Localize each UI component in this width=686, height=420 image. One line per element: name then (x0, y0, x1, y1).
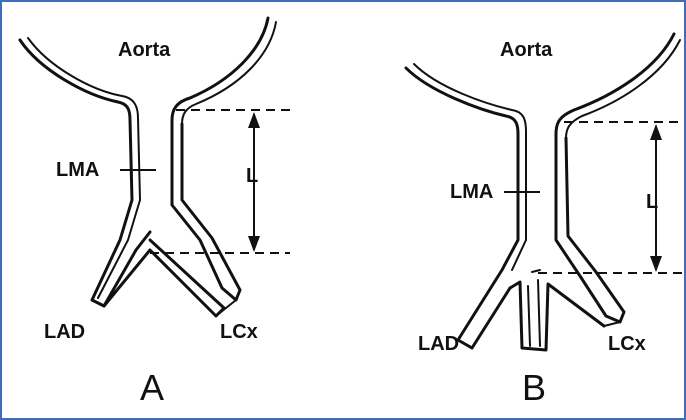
panel-a-lma-label: LMA (56, 159, 99, 181)
panel-b-lcx-label: LCx (608, 333, 646, 355)
panel-a-length-label: L (246, 165, 258, 187)
panel-b-right-vessel-inner-wall (566, 40, 680, 138)
panel-b-aorta-label: Aorta (500, 39, 553, 61)
panel-b-left-vessel-wall (406, 68, 518, 348)
panel-a-lad-cap (92, 300, 104, 306)
panel-b-lad-label: LAD (418, 333, 459, 355)
panel-b-left-vessel-inner-wall (414, 64, 526, 270)
panel-b-lad-cap (458, 340, 472, 348)
panel-a-label: A (140, 367, 164, 408)
panel-b-middle-branch-inner (528, 270, 540, 346)
panel-b-label: B (522, 367, 546, 408)
panel-b-lcx-cap (604, 322, 620, 326)
panel-a-length-arrow-top (248, 112, 260, 128)
panel-a-lcx-label: LCx (220, 321, 258, 343)
panel-b-length-label: L (646, 191, 658, 213)
panel-b-length-arrow-bottom (650, 256, 662, 272)
panel-a-length-arrow-bottom (248, 236, 260, 252)
panel-a-aorta-label: Aorta (118, 39, 171, 61)
panel-b-length-arrow-top (650, 124, 662, 140)
panel-b-lma-label: LMA (450, 181, 493, 203)
panel-b (406, 34, 684, 350)
panel-a-lad-label: LAD (44, 321, 85, 343)
